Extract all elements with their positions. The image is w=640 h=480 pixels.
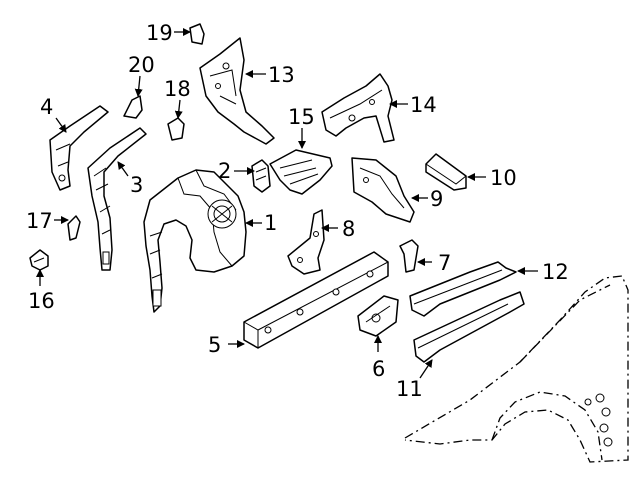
part-17-clip [67,215,81,241]
part-16-clip [29,249,49,271]
part-18-bracket [167,117,185,141]
callout-8: 8 [342,217,355,241]
part-1-wheelhouse [143,169,247,313]
callout-labels: 1 2 3 4 5 6 7 8 9 10 11 12 13 14 15 16 1… [26,21,569,401]
callout-12: 12 [542,260,569,284]
callout-6: 6 [372,357,385,381]
fender-outline [404,275,629,463]
callout-19: 19 [146,21,173,45]
callout-18: 18 [164,77,191,101]
part-10-channel [425,153,467,191]
leader-lines [36,28,538,379]
part-19-clip [189,23,205,45]
part-13-shock-panel [199,37,275,145]
part-9-side-panel [351,157,415,223]
part-15-support [269,149,333,195]
callout-15: 15 [288,105,315,129]
callout-11: 11 [396,377,423,401]
part-6-bracket [357,295,399,337]
callout-16: 16 [28,289,55,313]
callout-20: 20 [128,53,155,77]
callout-17: 17 [26,209,53,233]
callout-9: 9 [430,187,443,211]
part-3-reinforcement [87,127,147,271]
callout-1: 1 [264,211,277,235]
callout-5: 5 [208,333,221,357]
callout-10: 10 [490,166,517,190]
part-8-bracket [287,209,325,275]
callout-7: 7 [438,251,451,275]
callout-13: 13 [268,63,295,87]
part-11-lower-rail [413,291,525,363]
callout-14: 14 [410,93,437,117]
callout-3: 3 [130,173,143,197]
callout-2: 2 [218,159,231,183]
part-12-upper-rail [409,261,517,317]
part-14-strut-panel [321,73,395,143]
callout-4: 4 [40,95,53,119]
part-20-gusset [123,95,143,119]
part-7-bracket [399,239,419,273]
part-2-bracket [251,159,271,193]
part-4-reinforcement [49,105,109,191]
